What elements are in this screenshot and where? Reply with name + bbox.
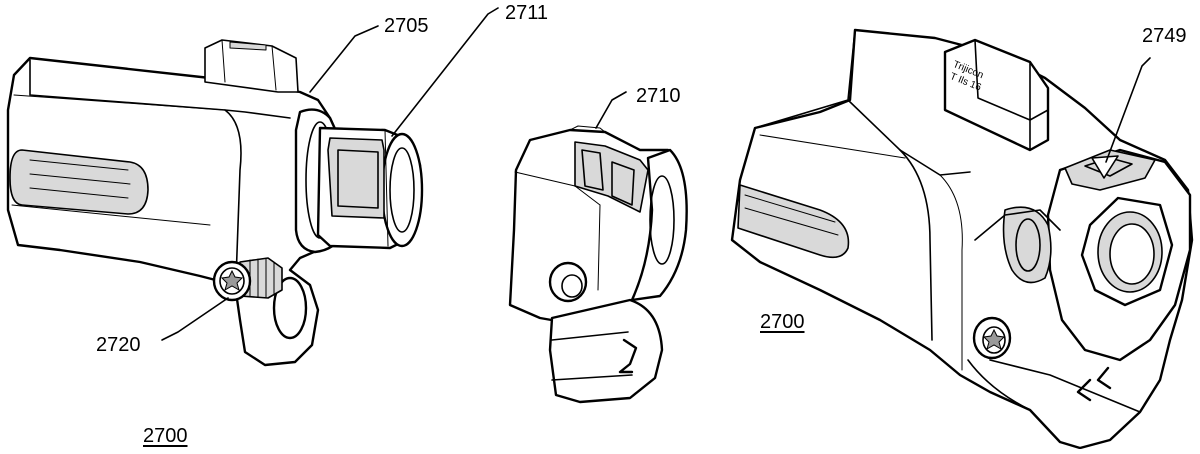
leader-line-2710	[595, 91, 627, 129]
middle-insert-flange	[630, 148, 688, 302]
right-arrow-triangle	[1091, 155, 1119, 179]
leader-line-2705	[309, 25, 379, 93]
leader-line-2749	[1105, 57, 1151, 163]
right-chevron-mark	[1076, 366, 1112, 402]
middle-insert-lower-tab	[548, 298, 664, 404]
left-screw-2720	[212, 257, 283, 302]
right-screw-head	[972, 316, 1012, 360]
ref-label-2720: 2720	[96, 334, 141, 356]
middle-insert-drawing	[508, 125, 688, 404]
left-lug-hole	[272, 276, 308, 340]
left-body-slot	[9, 149, 149, 215]
ref-label-2710: 2710	[636, 85, 681, 107]
leader-line-2711	[391, 7, 499, 137]
leader-line-2720	[161, 297, 229, 341]
left-assembly-drawing	[6, 39, 424, 367]
assembly-label-left-2700: 2700	[143, 425, 188, 447]
ref-label-2749: 2749	[1142, 25, 1187, 47]
right-body-slot	[737, 184, 850, 259]
middle-insert-hole	[548, 261, 588, 303]
assembly-label-right-2700: 2700	[760, 311, 805, 333]
right-hex-recess	[1080, 196, 1174, 307]
right-assembly-drawing	[730, 28, 1194, 450]
middle-chevron-mark	[618, 338, 638, 374]
ref-label-2711: 2711	[505, 2, 549, 24]
right-top-block	[943, 38, 1050, 152]
ref-label-2705: 2705	[384, 15, 429, 37]
